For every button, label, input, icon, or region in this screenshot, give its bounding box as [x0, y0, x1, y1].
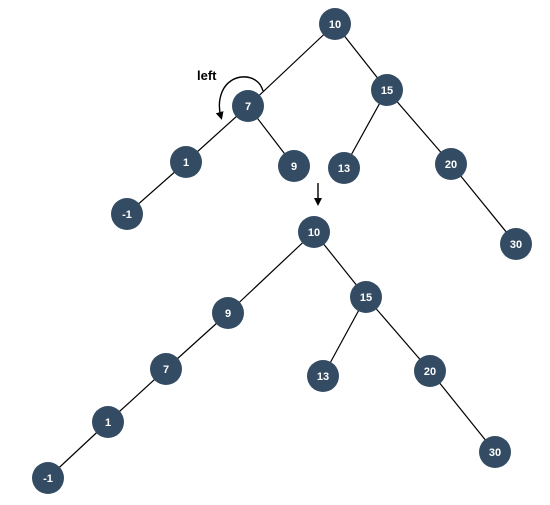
- node-circle: [435, 148, 467, 180]
- tree-edge: [386, 89, 452, 165]
- node-circle: [92, 406, 124, 438]
- tree-node: 30: [479, 436, 511, 468]
- node-label: 20: [445, 159, 457, 171]
- tree-node: 7: [150, 353, 182, 385]
- tree-node: 15: [371, 74, 403, 106]
- node-label: 1: [183, 157, 189, 169]
- tree-edge: [365, 296, 431, 372]
- node-circle: [298, 216, 330, 248]
- node-label: -1: [122, 209, 132, 221]
- tree-node: -1: [111, 198, 143, 230]
- node-label: 7: [163, 364, 169, 376]
- node-label: 10: [308, 227, 320, 239]
- node-circle: [350, 281, 382, 313]
- node-label: 30: [489, 447, 501, 459]
- node-circle: [278, 150, 310, 182]
- node-circle: [212, 297, 244, 329]
- node-circle: [414, 355, 446, 387]
- tree-node: 7: [232, 90, 264, 122]
- node-label: 9: [225, 308, 231, 320]
- node-circle: [32, 462, 64, 494]
- node-circle: [371, 74, 403, 106]
- node-label: 7: [245, 101, 251, 113]
- tree-node: 9: [212, 297, 244, 329]
- node-label: -1: [43, 473, 53, 485]
- node-circle: [232, 90, 264, 122]
- nodes-layer: 10 7 15 1 9 13 20 -1 30 10 9 15 7 13 20 1 30 -1: [32, 8, 532, 494]
- node-label: 10: [329, 19, 341, 31]
- tree-edge: [227, 231, 315, 314]
- tree-node: 1: [170, 146, 202, 178]
- node-circle: [111, 198, 143, 230]
- node-label: 15: [381, 85, 393, 97]
- node-circle: [479, 436, 511, 468]
- node-circle: [170, 146, 202, 178]
- tree-edge: [450, 163, 517, 245]
- tree-node: 10: [319, 8, 351, 40]
- tree-edge: [247, 23, 336, 107]
- tree-node: 9: [278, 150, 310, 182]
- tree-node: 15: [350, 281, 382, 313]
- node-label: 20: [424, 366, 436, 378]
- tree-edge: [429, 370, 496, 453]
- rotation-label: left: [197, 68, 217, 83]
- node-label: 30: [510, 239, 522, 251]
- node-circle: [328, 152, 360, 184]
- node-label: 1: [105, 417, 111, 429]
- tree-node: 13: [328, 152, 360, 184]
- tree-node: 10: [298, 216, 330, 248]
- node-label: 13: [317, 371, 329, 383]
- node-circle: [150, 353, 182, 385]
- node-circle: [307, 360, 339, 392]
- tree-node: 20: [435, 148, 467, 180]
- tree-node: 1: [92, 406, 124, 438]
- tree-node: -1: [32, 462, 64, 494]
- node-circle: [319, 8, 351, 40]
- tree-node: 30: [500, 228, 532, 260]
- node-label: 9: [291, 161, 297, 173]
- tree-node: 13: [307, 360, 339, 392]
- tree-node: 20: [414, 355, 446, 387]
- node-circle: [500, 228, 532, 260]
- node-label: 13: [338, 163, 350, 175]
- node-label: 15: [360, 292, 372, 304]
- rotation-arrow-icon: [215, 76, 264, 120]
